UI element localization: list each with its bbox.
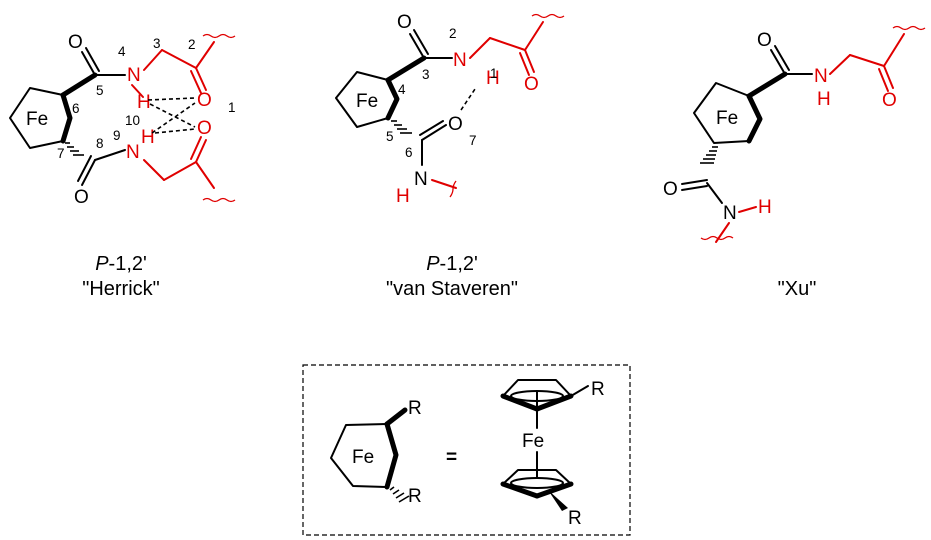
hydrogen-top: H (137, 92, 151, 113)
legend-substituent-bottom: R (408, 486, 422, 507)
locant-1: 1 (228, 100, 236, 115)
nitrogen-top: N (127, 65, 141, 86)
locant-8: 8 (96, 136, 104, 151)
h-bond-dash (147, 97, 196, 101)
compound-name: "Xu" (778, 278, 817, 300)
oxygen-bottom: O (74, 187, 89, 208)
h-bond-dash (460, 88, 476, 111)
wedge-bond-top (385, 55, 427, 83)
locant-9: 9 (113, 128, 121, 143)
oxygen-red-bottom: O (197, 118, 212, 139)
oxygen-red: O (882, 90, 897, 111)
hydrogen-top: H (817, 89, 831, 110)
legend-cp-ring-bold (384, 421, 399, 490)
structure-xu: Fe O N H O O N H "Xu" (663, 25, 926, 300)
notation-legend: Fe R R = R Fe R (302, 364, 631, 536)
ferrocene-metal: Fe (522, 431, 544, 452)
legend-frame (302, 364, 631, 536)
legend-substituent-top: R (408, 398, 422, 419)
locant-7: 7 (57, 146, 65, 161)
nitrogen-bottom: N (414, 169, 428, 190)
locant-7: 7 (469, 133, 477, 148)
oxygen-top: O (397, 12, 412, 33)
nitrogen-top: N (453, 50, 467, 71)
locant-5: 5 (96, 83, 104, 98)
locant-4: 4 (398, 82, 406, 97)
oxygen-red-top: O (197, 90, 212, 111)
locant-6: 6 (405, 145, 413, 160)
hashed-bond-bottom (391, 120, 412, 134)
wedge-bond-top (60, 72, 98, 98)
oxygen-amide: O (448, 114, 463, 135)
legend-cp-ring-thin (330, 423, 388, 488)
hydrogen-bottom: H (758, 197, 772, 218)
oxygen-bottom: O (663, 179, 678, 200)
locant-10: 10 (125, 113, 140, 128)
nitrogen-top: N (814, 66, 828, 87)
oxygen-top: O (757, 30, 772, 51)
locant-3: 3 (153, 36, 161, 51)
nitrogen-bottom: N (126, 142, 140, 163)
structure-van-staveren: Fe O N H O O N H 1 2 (335, 12, 565, 300)
hashed-bond-bottom (700, 146, 718, 164)
metal-label: Fe (26, 109, 48, 130)
ferrocene-substituent-top: R (591, 379, 605, 400)
cp-ring-thin (693, 82, 750, 144)
wedge-bond-top (746, 71, 788, 99)
locant-6: 6 (72, 101, 80, 116)
ferrocene-substituent-bottom: R (568, 508, 582, 529)
hydrogen-top: H (486, 68, 500, 89)
equals-sign: = (446, 447, 457, 468)
locant-1: 1 (490, 66, 498, 81)
metal-label: Fe (356, 91, 378, 112)
descriptor-label: P-1,2' (426, 253, 478, 275)
ferrocene-wedge (548, 490, 568, 511)
legend-metal-label: Fe (352, 447, 374, 468)
cp-ring-thin (335, 71, 389, 128)
descriptor-label: P-1,2' (95, 253, 147, 275)
legend-wedge-bond (384, 407, 408, 427)
cp-ring-bold (60, 92, 73, 144)
structure-herrick: Fe O N H O O N H O (9, 32, 236, 300)
hashed-bond-bottom (65, 142, 84, 156)
cp-ring-thin (9, 87, 64, 149)
locant-4: 4 (118, 44, 126, 59)
legend-hashed-bond (389, 486, 410, 503)
bottom-cp-aromatic-ring (510, 477, 564, 489)
locant-2: 2 (449, 26, 457, 41)
compound-name: "Herrick" (82, 278, 160, 300)
hydrogen-bottom: H (141, 127, 155, 148)
nitrogen-bottom: N (723, 203, 737, 224)
cp-ring-bold (746, 93, 763, 144)
locant-5: 5 (386, 129, 394, 144)
oxygen-top: O (68, 32, 83, 53)
cp-ring-bold (385, 77, 400, 121)
hydrogen-bottom: H (396, 186, 410, 207)
oxygen-red: O (524, 74, 539, 95)
compound-name: "van Staveren" (386, 278, 518, 300)
locant-3: 3 (422, 67, 430, 82)
locant-2: 2 (188, 37, 196, 52)
metal-label: Fe (716, 108, 738, 129)
